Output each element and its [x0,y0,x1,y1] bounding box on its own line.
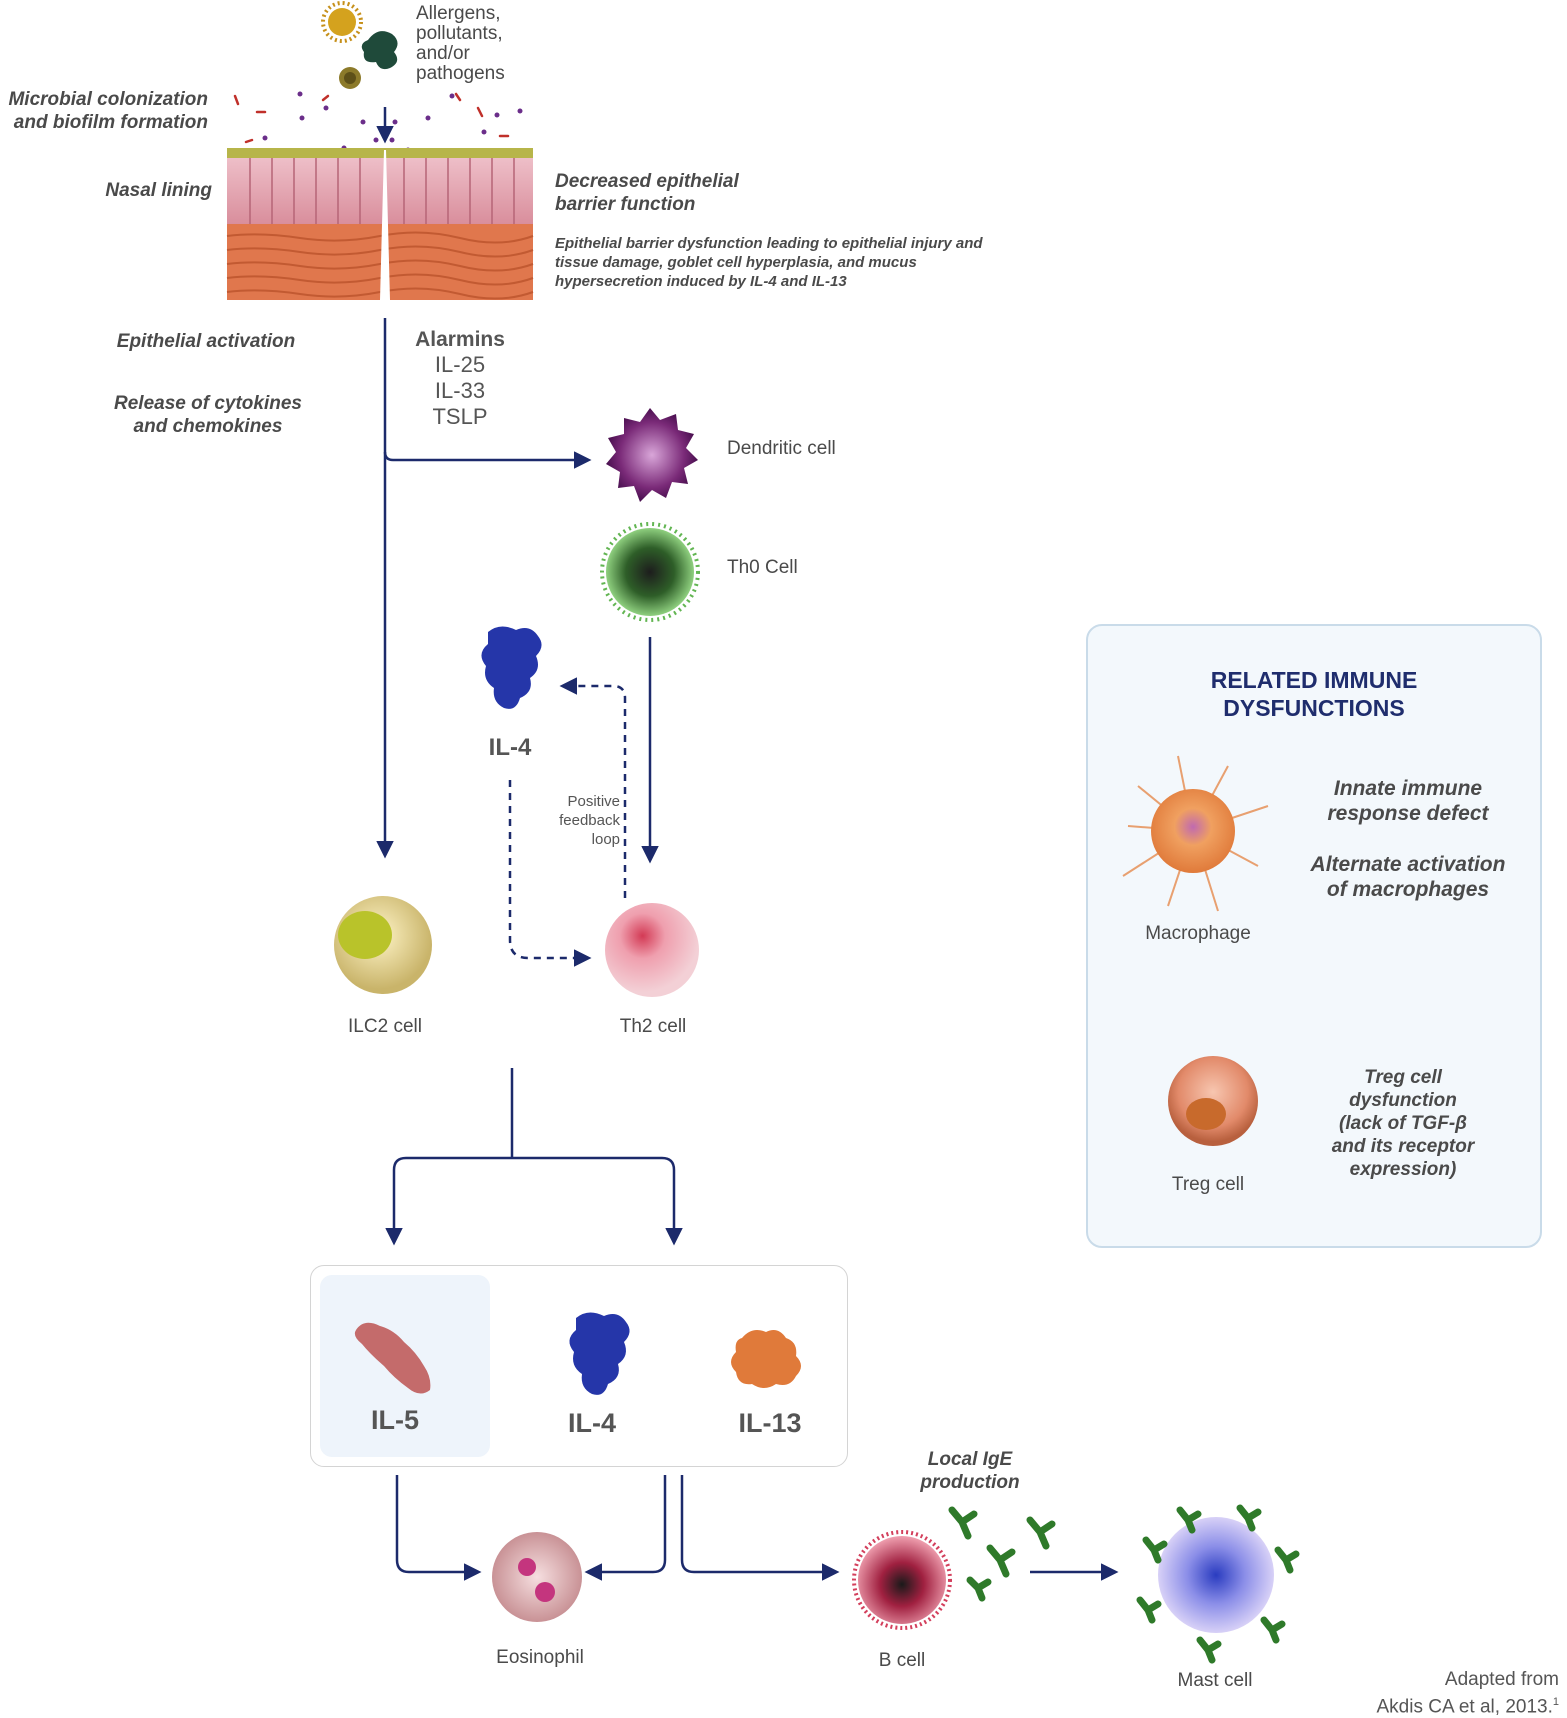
innate-immune-text: Innate immune response defect [1327,777,1489,825]
eosinophil-icon [492,1532,582,1622]
panel-title: RELATED IMMUNE DYSFUNCTIONS [1210,667,1418,721]
related-dysfunctions-panel: RELATED IMMUNE DYSFUNCTIONS Macrophage I… [1086,624,1542,1248]
ilc2-cell-icon [334,896,432,994]
macrophage-label: Macrophage [1145,923,1251,944]
citation-ref: 1 [1552,1696,1559,1708]
il4-feedback-label: IL-4 [488,734,532,761]
release-cytokines-label: Release of cytokines and chemokines [114,393,302,437]
microbial-colonization-label: Microbial colonization and biofilm forma… [8,89,208,133]
dendritic-cell-label: Dendritic cell [727,438,836,459]
barrier-function-heading: Decreased epithelial barrier function [555,171,739,215]
ilc2-cell-label: ILC2 cell [348,1016,422,1037]
citation: Adapted from Akdis CA et al, 2013.1 [1376,1668,1559,1718]
eosinophil-label: Eosinophil [496,1647,584,1668]
alarmin-item: IL-25 [434,352,486,377]
dendritic-cell-icon [606,408,698,502]
microbe-particles [262,91,523,153]
il13-label: IL-13 [738,1408,802,1438]
alarmin-item: IL-33 [434,378,486,403]
alternate-activation-text: Alternate activation of macrophages [1310,853,1506,901]
antibody-icons [948,1506,1056,1602]
epithelial-activation-label: Epithelial activation [116,331,296,352]
th2-cell-label: Th2 cell [619,1016,687,1037]
barrier-function-detail: Epithelial barrier dysfunction leading t… [555,235,983,290]
alarmins-group: Alarmins IL-25 IL-33 TSLP [405,328,515,430]
il4-overlay [569,1312,630,1395]
pollen-icon [321,1,363,43]
b-cell-label: B cell [878,1650,926,1671]
local-ige-label: Local IgE production [920,1449,1020,1493]
citation-text: Adapted from Akdis CA et al, 2013. [1376,1669,1559,1718]
th0-cell-label: Th0 Cell [727,557,798,578]
triggers-label: Allergens, pollutants, and/or pathogens [416,3,505,84]
alarmin-item: TSLP [432,404,488,429]
il5-overlay [354,1322,431,1394]
alarmins-title: Alarmins [415,328,505,351]
treg-cell-icon [1168,1056,1258,1146]
bacteria-particles [233,92,510,144]
mast-cell-icon [1136,1504,1300,1664]
nasal-lining-illustration [226,148,534,300]
il4-protein-icon [481,626,542,709]
th2-cell-icon [605,903,699,997]
nasal-lining-label: Nasal lining [105,180,212,201]
b-cell-icon [852,1530,952,1630]
th0-cell-icon [600,522,700,622]
il4-label: IL-4 [567,1408,616,1438]
positive-feedback-label: Positive feedback loop [559,793,620,848]
treg-cell-label: Treg cell [1171,1174,1245,1195]
il13-overlay [731,1330,801,1388]
pollutant-icon [361,31,398,70]
pathogen-icon [339,67,361,89]
mast-cell-label: Mast cell [1177,1670,1253,1691]
macrophage-icon [1122,755,1269,912]
il5-label: IL-5 [370,1405,419,1435]
treg-dysfunction-text: Treg cell dysfunction (lack of TGF-β and… [1331,1067,1475,1180]
